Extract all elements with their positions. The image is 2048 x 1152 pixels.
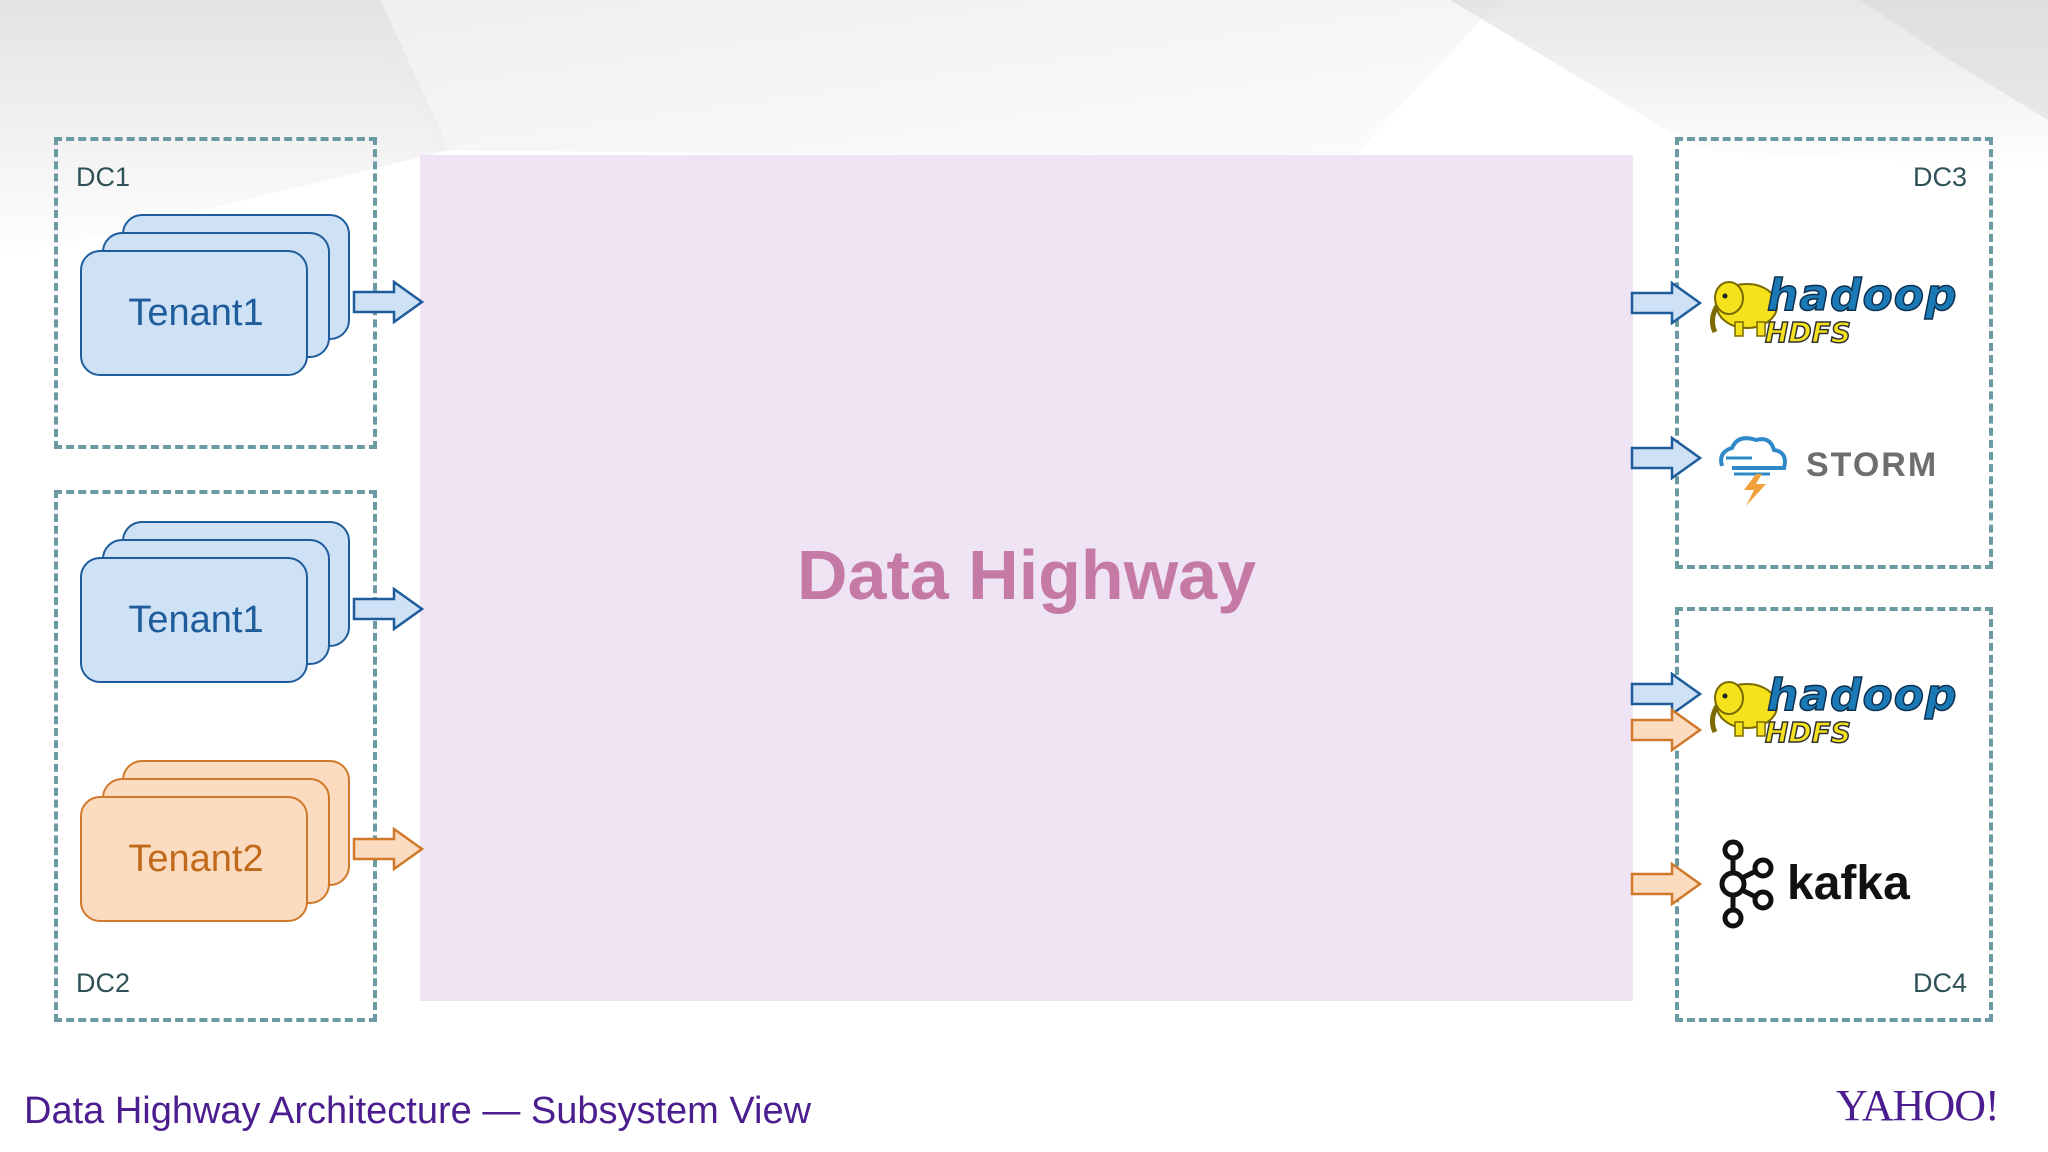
- dc3-box: [1675, 137, 1993, 569]
- hadoop-wordmark: hadoop: [1766, 269, 1958, 322]
- tenant-label: Tenant2: [128, 838, 264, 880]
- arrow-right-orange: [1630, 708, 1702, 752]
- storm-wordmark: STORM: [1806, 446, 1939, 484]
- hdfs-wordmark: HDFS: [1764, 715, 1851, 750]
- tenant-card: Tenant1: [80, 557, 308, 683]
- arrow-right-blue: [352, 280, 424, 324]
- yahoo-logo: YAHOO!: [1836, 1081, 2000, 1130]
- kafka-icon: [1719, 839, 1774, 929]
- hadoop-hdfs-logo: hadoop HDFS: [1705, 668, 1965, 758]
- tenant-card: Tenant1: [80, 250, 308, 376]
- dc4-label: DC4: [1913, 968, 1968, 998]
- slide-title: Data Highway Architecture — Subsystem Vi…: [24, 1090, 812, 1132]
- arrow-right-blue: [1630, 436, 1702, 480]
- arrow-right-blue: [352, 587, 424, 631]
- dc4-box: [1675, 607, 1993, 1022]
- storm-logo: STORM: [1712, 428, 1972, 508]
- arrow-right-blue: [1630, 281, 1702, 325]
- tenant-label: Tenant1: [128, 599, 264, 641]
- kafka-wordmark: kafka: [1787, 857, 1910, 910]
- tenant2-stack-dc2: Tenant2: [80, 760, 350, 930]
- tenant-label: Tenant1: [128, 292, 264, 334]
- tenant-card: Tenant2: [80, 796, 308, 922]
- storm-cloud-icon: [1719, 436, 1787, 506]
- hdfs-wordmark: HDFS: [1764, 315, 1851, 350]
- arrow-right-blue: [1630, 672, 1702, 716]
- data-highway-hub: [420, 155, 1633, 1001]
- hub-title: Data Highway: [797, 536, 1256, 614]
- dc1-label: DC1: [76, 162, 131, 192]
- tenant1-stack-dc1: Tenant1: [80, 214, 350, 384]
- hadoop-wordmark: hadoop: [1766, 669, 1958, 722]
- tenant1-stack-dc2: Tenant1: [80, 521, 350, 691]
- arrow-right-orange: [352, 827, 424, 871]
- dc2-label: DC2: [76, 968, 131, 998]
- dc3-label: DC3: [1913, 162, 1968, 192]
- dc2-box: [54, 490, 377, 1022]
- hadoop-elephant-icon: [1709, 281, 1778, 337]
- hadoop-hdfs-logo: hadoop HDFS: [1705, 268, 1965, 358]
- arrow-right-orange: [1630, 862, 1702, 906]
- kafka-logo: kafka: [1715, 838, 1975, 930]
- hadoop-elephant-icon: [1709, 681, 1778, 737]
